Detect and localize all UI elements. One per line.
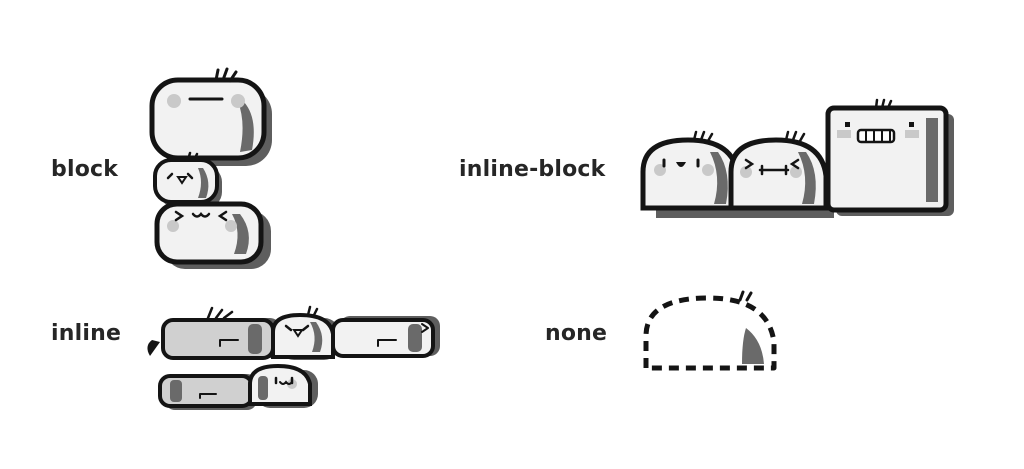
inline-blob-face-1 [271, 305, 340, 360]
inline-log-3 [158, 374, 257, 410]
block-illustration [149, 67, 272, 269]
block-blob-large [149, 67, 272, 166]
label-inline: inline [51, 321, 122, 346]
label-inline-block: inline-block [459, 157, 606, 182]
label-block: block [51, 157, 119, 182]
block-blob-medium [154, 201, 271, 269]
inline-block-square [825, 98, 954, 216]
inline-illustration [147, 305, 440, 410]
label-none: none [545, 321, 608, 346]
inline-blob-face-2 [248, 363, 318, 408]
inline-block-blob-1 [640, 130, 746, 218]
inline-block-blob-2 [728, 130, 834, 218]
inline-log-1 [161, 306, 280, 360]
inline-block-illustration [640, 98, 954, 218]
block-blob-small [153, 151, 222, 208]
inline-log-2 [331, 316, 440, 358]
none-illustration [643, 290, 777, 371]
